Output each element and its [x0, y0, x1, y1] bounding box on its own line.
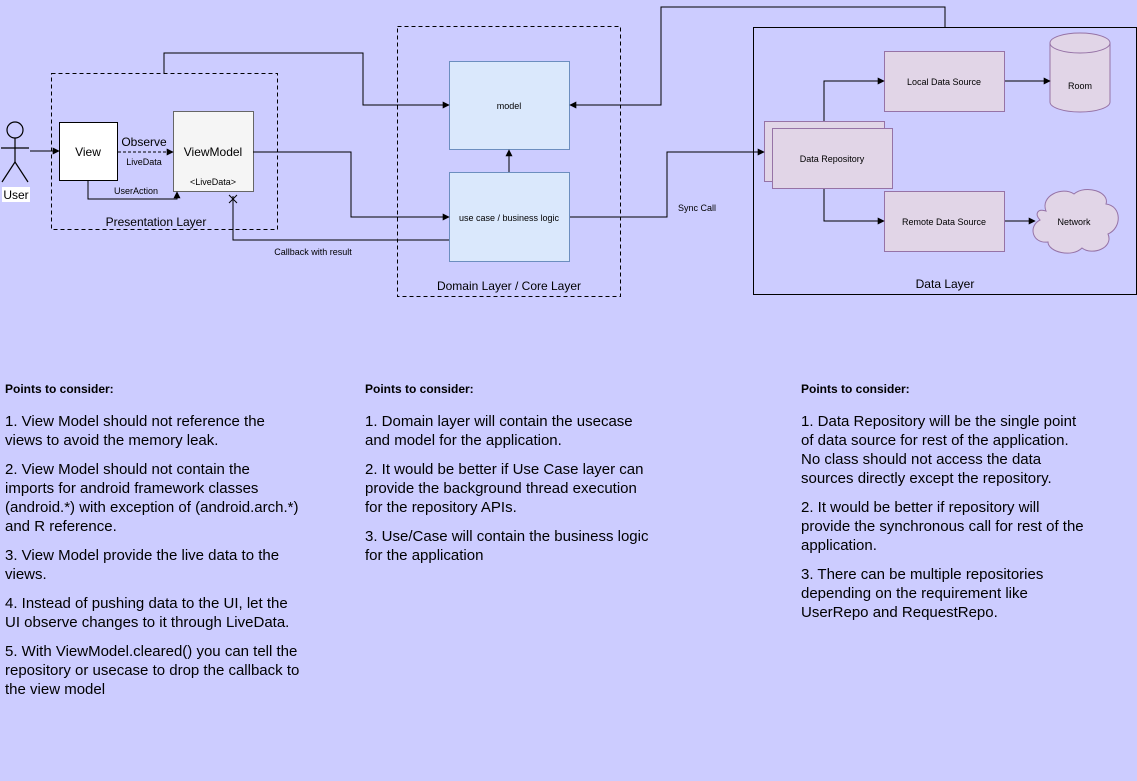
data-layer-to-model-connector	[569, 6, 946, 109]
note-item: 2. It would be better if Use Case layer …	[365, 461, 644, 516]
presentation-to-model-connector	[163, 52, 450, 109]
room-database-icon	[1049, 32, 1111, 113]
user-label: User	[3, 188, 28, 202]
local-source-box	[884, 51, 1005, 112]
data-notes: Points to consider: 1. Data Repository w…	[801, 382, 1091, 632]
note-item: 3. Use/Case will contain the business lo…	[365, 528, 649, 564]
note-item: 5. With ViewModel.cleared() you can tell…	[5, 643, 300, 698]
presentation-notes: Points to consider: 1. View Model should…	[5, 382, 300, 709]
note-item: 1. Data Repository will be the single po…	[801, 413, 1077, 487]
sync-call-connector	[570, 148, 765, 218]
note-item: 4. Instead of pushing data to the UI, le…	[5, 595, 290, 631]
model-box	[449, 61, 570, 150]
usecase-box	[449, 172, 570, 262]
callback-connector	[232, 196, 449, 241]
data-layer-label: Data Layer	[916, 277, 975, 291]
observe-label: Observe	[121, 135, 167, 149]
note-item: 1. View Model should not reference the v…	[5, 413, 265, 449]
note-item: 2. View Model should not contain the imp…	[5, 461, 299, 535]
callback-label: Callback with result	[274, 247, 352, 257]
room-label: Room	[1068, 81, 1092, 91]
domain-notes: Points to consider: 1. Domain layer will…	[365, 382, 655, 575]
sync-call-label: Sync Call	[678, 203, 716, 213]
user-actor-icon	[1, 121, 29, 183]
note-item: 3. View Model provide the live data to t…	[5, 547, 280, 583]
viewmodel-label: ViewModel	[184, 145, 242, 159]
usecase-label: use case / business logic	[459, 213, 560, 223]
domain-layer-label: Domain Layer / Core Layer	[437, 279, 581, 293]
note-item: 2. It would be better if repository will…	[801, 499, 1084, 554]
viewmodel-sub-label: <LiveData>	[190, 177, 236, 187]
view-label: View	[75, 145, 101, 159]
data-repository-box	[772, 128, 893, 189]
note-item: 3. There can be multiple repositories de…	[801, 566, 1044, 621]
repo-to-local-connector	[823, 77, 885, 121]
network-label: Network	[1057, 217, 1091, 227]
remote-source-box	[884, 191, 1005, 252]
note-item: 1. Domain layer will contain the usecase…	[365, 413, 633, 449]
notes-heading: Points to consider:	[365, 382, 474, 396]
domain-layer-box	[397, 26, 621, 297]
useraction-arrow	[87, 181, 181, 200]
data-repository-label: Data Repository	[800, 154, 865, 164]
remote-source-label: Remote Data Source	[902, 217, 986, 227]
notes-heading: Points to consider:	[5, 382, 114, 396]
repo-to-remote-connector	[823, 189, 885, 225]
notes-heading: Points to consider:	[801, 382, 910, 396]
architecture-diagram: User View ViewModel <LiveData> Observe L…	[1, 6, 1137, 297]
viewmodel-box	[173, 111, 254, 192]
model-label: model	[497, 101, 522, 111]
local-source-label: Local Data Source	[907, 77, 981, 87]
network-cloud-icon	[1032, 189, 1119, 254]
viewmodel-to-usecase-connector	[253, 151, 450, 221]
presentation-layer-label: Presentation Layer	[106, 215, 207, 229]
livedata-label: LiveData	[126, 157, 162, 167]
useraction-label: UserAction	[114, 186, 158, 196]
callback-cross-icon	[228, 194, 238, 204]
